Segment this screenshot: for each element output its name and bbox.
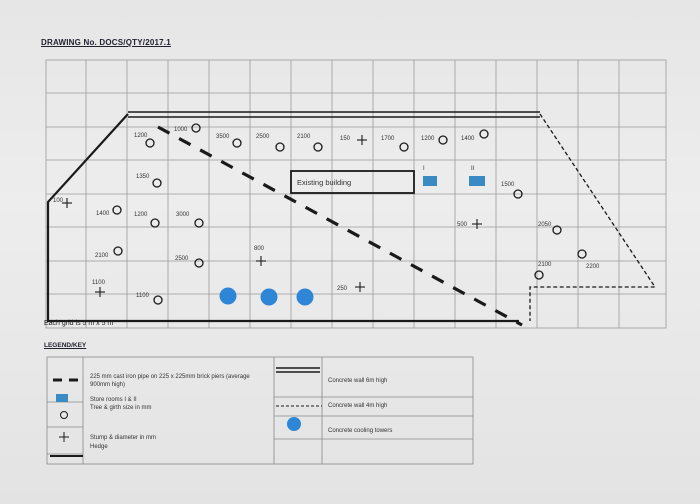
tree-label: 1400 (96, 211, 110, 217)
stumps (62, 135, 482, 297)
legend-tower-symbol (287, 417, 301, 431)
tree-label: 1200 (134, 212, 148, 218)
tree-label: 1500 (501, 182, 515, 188)
cooling-tower (296, 288, 314, 306)
store-mark-1: I (423, 166, 425, 172)
legend-title: LEGEND/KEY (44, 342, 87, 349)
legend-tree-text: Tree & girth size in mm (90, 405, 152, 411)
tree-label: 1200 (421, 136, 435, 142)
stump-icon (62, 198, 72, 208)
tree-icon (313, 142, 323, 152)
stump-label: 100 (53, 198, 64, 204)
tree-label: 2500 (256, 134, 270, 140)
tree-icon (152, 178, 162, 188)
tree-icon (399, 142, 409, 152)
tree-icon (552, 225, 562, 235)
tree-label: 2200 (586, 264, 600, 270)
legend-hedge-text: Hedge (90, 444, 108, 450)
legend-table (46, 356, 474, 465)
tree-icon (153, 295, 163, 305)
tree-label: 1000 (174, 127, 188, 133)
concrete-wall-4m (529, 113, 657, 321)
store-mark-2: II (471, 166, 475, 172)
cooling-towers (219, 287, 314, 306)
grid-lines (45, 59, 667, 329)
stump-icon (355, 282, 365, 292)
tree-icon (275, 142, 285, 152)
tree-icon (113, 246, 123, 256)
tree-icon (191, 123, 201, 133)
tree-icon (534, 270, 544, 280)
tree-label: 3000 (176, 212, 190, 218)
existing-building: Existing building (290, 170, 415, 194)
cooling-tower (260, 288, 278, 306)
tree-labels: 1200 1000 3500 2500 2100 1700 1200 1400 … (95, 127, 600, 299)
tree-label: 1350 (136, 174, 150, 180)
stump-label: 800 (254, 246, 265, 252)
stump-label: 250 (337, 286, 348, 292)
stump-icon (357, 135, 367, 145)
legend-wall4-text: Concrete wall 4m high (328, 403, 388, 409)
stump-icon (95, 287, 105, 297)
legend-wall6-symbol (276, 367, 320, 373)
tree-label: 1100 (136, 293, 150, 299)
tree-label: 2100 (297, 134, 311, 140)
store-room-2 (469, 176, 485, 186)
legend-stump-text: Stump & diameter in mm (90, 435, 157, 441)
tree-icon (194, 218, 204, 228)
tree-label: 2050 (538, 222, 552, 228)
tree-icon (112, 205, 122, 215)
stump-icon (472, 219, 482, 229)
grid-note: Each grid is 5 m x 5 m (44, 320, 114, 327)
legend-store-symbol (56, 394, 68, 402)
legend-store-text: Store rooms I & II (90, 397, 137, 403)
legend-pipe-text: 225 mm cast iron pipe on 225 x 225mm bri… (90, 374, 250, 388)
stump-label: 1100 (92, 280, 106, 286)
drawing-number: DRAWING No. DOCS/QTY/2017.1 (41, 38, 171, 47)
tree-label: 1700 (381, 136, 395, 142)
store-rooms: I II (423, 166, 485, 186)
tree-label: 2100 (538, 262, 552, 268)
tree-label: 1200 (134, 133, 148, 139)
building-label: Existing building (297, 178, 351, 187)
tree-icon (194, 258, 204, 268)
tree-label: 2100 (95, 253, 109, 259)
tree-icon (145, 138, 155, 148)
store-room-1 (423, 176, 437, 186)
legend-wall6-text: Concrete wall 6m high (328, 378, 388, 384)
stump-label: 500 (457, 222, 468, 228)
stump-icon (256, 256, 266, 266)
tree-label: 2500 (175, 256, 189, 262)
tree-icon (232, 138, 242, 148)
hedge (46, 113, 519, 323)
legend-symbols (50, 367, 322, 457)
tree-icon (577, 249, 587, 259)
tree-icon (150, 218, 160, 228)
tree-icon (438, 135, 448, 145)
concrete-wall-6m (128, 111, 540, 118)
tree-label: 3500 (216, 134, 230, 140)
tree-label: 1400 (461, 136, 475, 142)
stump-label: 150 (340, 136, 351, 142)
stump-labels: 150 100 500 800 1100 250 (53, 136, 468, 292)
tree-icon (513, 189, 523, 199)
cooling-tower (219, 287, 237, 305)
cast-iron-pipe (157, 125, 523, 327)
legend-stump-icon (59, 432, 69, 442)
legend-towers-text: Concrete cooling towers (328, 428, 393, 434)
tree-icon (479, 129, 489, 139)
legend-tree-icon (60, 411, 68, 419)
trees (112, 123, 587, 305)
